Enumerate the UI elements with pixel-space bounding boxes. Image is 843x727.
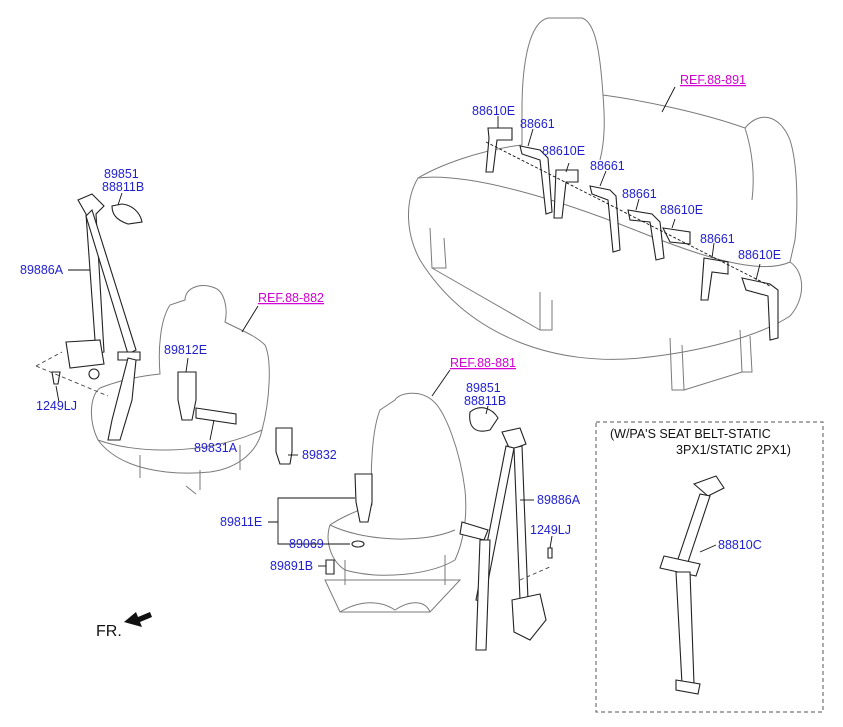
front-direction-arrow-icon: [124, 612, 152, 627]
part-88661-label: 88661: [622, 187, 657, 201]
part-89886a-label: 89886A: [537, 493, 581, 507]
right-front-seat: [324, 392, 467, 613]
part-88811b-label: 88811B: [464, 394, 506, 408]
front-direction-label: FR.: [96, 623, 122, 640]
part-89831a-label: 89831A: [194, 441, 238, 455]
part-89851-label: 89851: [466, 381, 501, 395]
leader-lines: [35, 86, 761, 581]
part-89851-label: 89851: [104, 167, 139, 181]
static-belt-inset: [595, 421, 824, 713]
ref-88-882-label[interactable]: REF.88-882: [258, 291, 324, 305]
right-b-pillar-belt: [459, 407, 553, 651]
ref-88-881-label[interactable]: REF.88-881: [450, 356, 516, 370]
part-89891b-label: 89891B: [270, 559, 313, 573]
part-88661-label: 88661: [700, 232, 735, 246]
part-88661-label: 88661: [590, 159, 625, 173]
ref-88-891-label[interactable]: REF.88-891: [680, 73, 746, 87]
part-89069-label: 89069: [289, 537, 324, 551]
part-89811e-label: 89811E: [220, 515, 262, 529]
part-88610e-label: 88610E: [542, 144, 585, 158]
rear-belt-straps: [485, 127, 779, 341]
part-1249lj-label: 1249LJ: [36, 399, 77, 413]
part-88811b-label: 88811B: [102, 180, 144, 194]
part-88661-label: 88661: [520, 117, 555, 131]
left-b-pillar-belt: [51, 193, 143, 441]
static-belt-note-line2: 3PX1/STATIC 2PX1): [676, 443, 791, 457]
part-88610e-label: 88610E: [738, 248, 781, 262]
part-88610e-label: 88610E: [472, 104, 515, 118]
part-1249lj-label: 1249LJ: [530, 523, 571, 537]
part-89832-label: 89832: [302, 448, 337, 462]
part-89886a-label: 89886A: [20, 263, 64, 277]
rear-bench-seat: [408, 17, 803, 391]
part-89812e-label: 89812E: [164, 343, 207, 357]
static-belt-note-line1: (W/PA'S SEAT BELT-STATIC: [610, 427, 771, 441]
part-88610e-label: 88610E: [660, 203, 703, 217]
part-88810c-label: 88810C: [718, 538, 762, 552]
